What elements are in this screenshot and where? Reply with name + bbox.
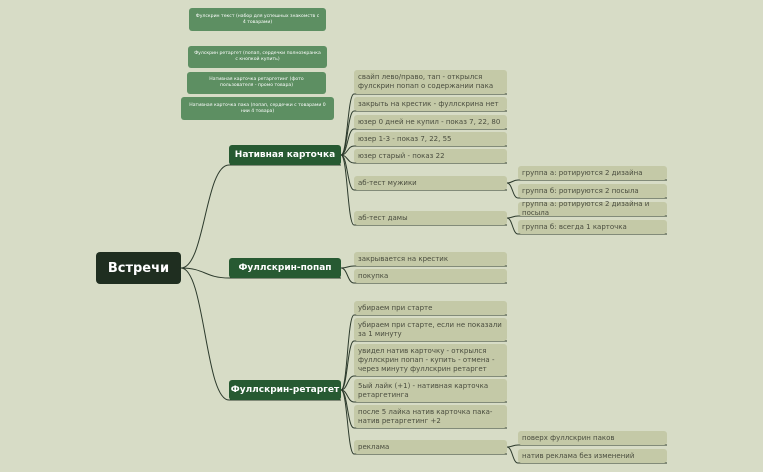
- link-branch-1-item-0: [340, 265, 507, 269]
- leaf-closes-on-cross[interactable]: закрывается на крестик: [354, 252, 507, 266]
- link-men-group-b: [506, 182, 667, 199]
- branch-fullscreen-retarget[interactable]: Фуллскрин-ретаргет: [229, 380, 341, 400]
- link-branch-0-item-6: [340, 154, 507, 226]
- leaf-over-fullscreen-packs[interactable]: поверх фуллскрин паков: [518, 431, 667, 445]
- link-branch-0-item-3: [340, 145, 507, 156]
- leaf-saw-native-card[interactable]: увидел натив карточку - открылся фуллскр…: [354, 344, 507, 376]
- note-native-card-pack: Нативная карточка пака (попап, сердечки …: [181, 97, 334, 120]
- leaf-purchase[interactable]: покупка: [354, 269, 507, 283]
- leaf-women-group-a[interactable]: группа а: ротируются 2 дизайна и посыла: [518, 200, 667, 217]
- link-branch-0-item-4: [340, 154, 507, 164]
- leaf-men-group-a[interactable]: группа а: ротируются 2 дизайна: [518, 166, 667, 180]
- leaf-user-1-3[interactable]: юзер 1-3 - показ 7, 22, 55: [354, 132, 507, 146]
- note-fullscreen-text: Фулскрин текст (набор для успешных знако…: [189, 8, 326, 31]
- leaf-ab-test-women[interactable]: аб-тест дамы: [354, 211, 507, 225]
- leaf-ads[interactable]: реклама: [354, 440, 507, 454]
- leaf-ab-test-men[interactable]: аб-тест мужики: [354, 176, 507, 190]
- leaf-user-old[interactable]: юзер старый - показ 22: [354, 149, 507, 163]
- leaf-women-group-b[interactable]: группа б: всегда 1 карточка: [518, 220, 667, 234]
- link-branch-2-item-2: [340, 375, 507, 391]
- link-women-group-a: [506, 215, 667, 219]
- link-branch-1-item-1: [340, 267, 507, 284]
- link-root-branch-1: [180, 267, 341, 279]
- leaf-close-cross[interactable]: закрыть на крестик - фуллскрина нет: [354, 97, 507, 111]
- leaf-native-ads-unchanged[interactable]: натив реклама без изменений: [518, 449, 667, 463]
- link-branch-2-item-5: [340, 389, 507, 455]
- link-root-branch-0: [180, 164, 341, 269]
- link-women-group-b: [506, 217, 667, 235]
- leaf-remove-on-start[interactable]: убираем при старте: [354, 301, 507, 315]
- leaf-swipe[interactable]: свайп лево/право, тап - открылся фулскри…: [354, 70, 507, 94]
- link-men-group-a: [506, 179, 667, 184]
- link-branch-2-item-1: [340, 340, 507, 391]
- link-root-branch-2: [180, 267, 341, 401]
- leaf-5th-like[interactable]: 5ый лайк (+1) - нативная карточка ретарг…: [354, 379, 507, 402]
- leaf-user-0-days[interactable]: юзер 0 дней не купил - показ 7, 22, 80: [354, 115, 507, 129]
- root-node[interactable]: Встречи: [96, 252, 181, 284]
- branch-fullscreen-popup[interactable]: Фуллскрин-попап: [229, 258, 341, 278]
- leaf-men-group-b[interactable]: группа б: ротируются 2 посыла: [518, 184, 667, 198]
- leaf-remove-if-not-shown[interactable]: убираем при старте, если не показали за …: [354, 318, 507, 341]
- note-native-card-retargeting: Нативная карточка ретаргетинг (фото поль…: [187, 72, 326, 94]
- branch-native-card[interactable]: Нативная карточка: [229, 145, 341, 165]
- note-fullscreen-retarget: Фулскрин ретаргет (попап, сердечки полно…: [188, 46, 327, 68]
- link-branch-0-item-2: [340, 128, 507, 156]
- link-ads-over-fullscreen: [506, 444, 667, 448]
- link-ads-native: [506, 446, 667, 464]
- leaf-after-5th-like[interactable]: после 5 лайка натив карточка пака- натив…: [354, 405, 507, 428]
